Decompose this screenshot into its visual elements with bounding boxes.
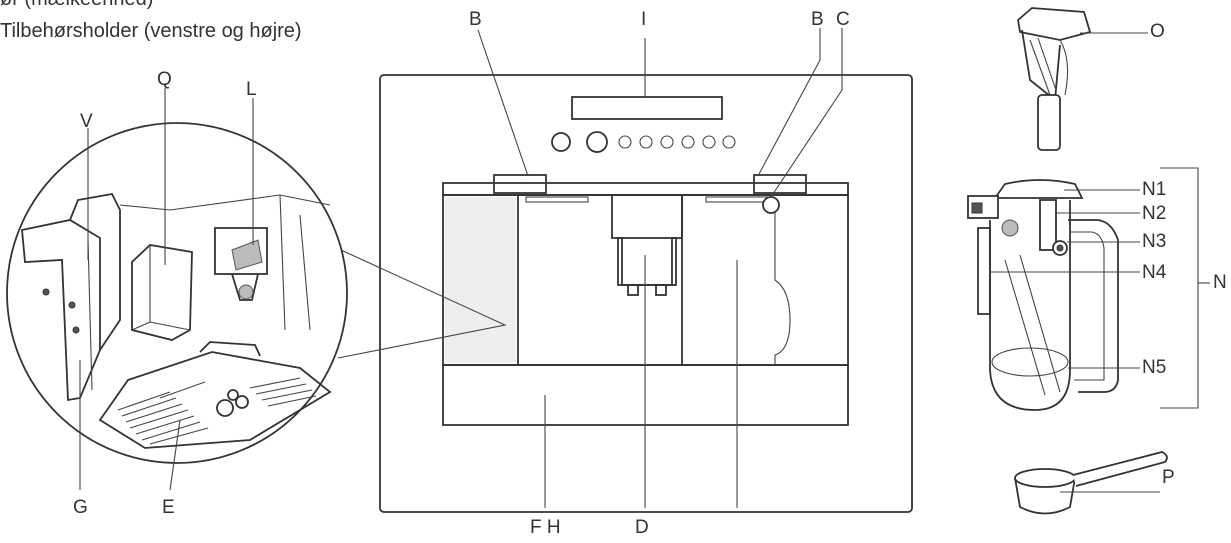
hinge-left [493,174,547,194]
display-panel [571,96,723,120]
label-N4: N4 [1142,262,1167,283]
label-Q: Q [157,69,172,90]
detail-magnifier [6,88,507,491]
label-D: D [635,517,649,538]
label-N: N [1213,272,1227,293]
label-O: O [1150,21,1165,42]
measuring-spoon-P [1014,451,1168,515]
leader-lines-main [477,28,843,508]
label-G: G [73,497,88,518]
label-E: E [162,497,175,518]
machine-body [379,74,913,513]
label-L: L [246,79,257,100]
label-N2: N2 [1142,203,1167,224]
label-B-left: B [469,9,482,30]
knob-left [551,132,571,152]
label-V: V [80,111,93,132]
milk-connector [762,196,780,214]
coffee-spout [611,195,683,286]
header-line-2: Tilbehørsholder (venstre og højre) [0,20,302,42]
label-P: P [1162,467,1175,488]
label-N3: N3 [1142,231,1167,252]
label-B-right: B [811,9,824,30]
label-FH: F H [530,517,561,538]
label-N5: N5 [1142,357,1167,378]
milk-tube-O [1017,7,1148,151]
label-I: I [641,9,647,30]
label-N1: N1 [1142,179,1167,200]
label-C: C [836,9,850,30]
milk-jug-N [967,167,1210,411]
header-line-1: ør (mælkeenhed) [0,0,153,11]
hinge-right [753,174,807,194]
knob-right [586,131,608,153]
